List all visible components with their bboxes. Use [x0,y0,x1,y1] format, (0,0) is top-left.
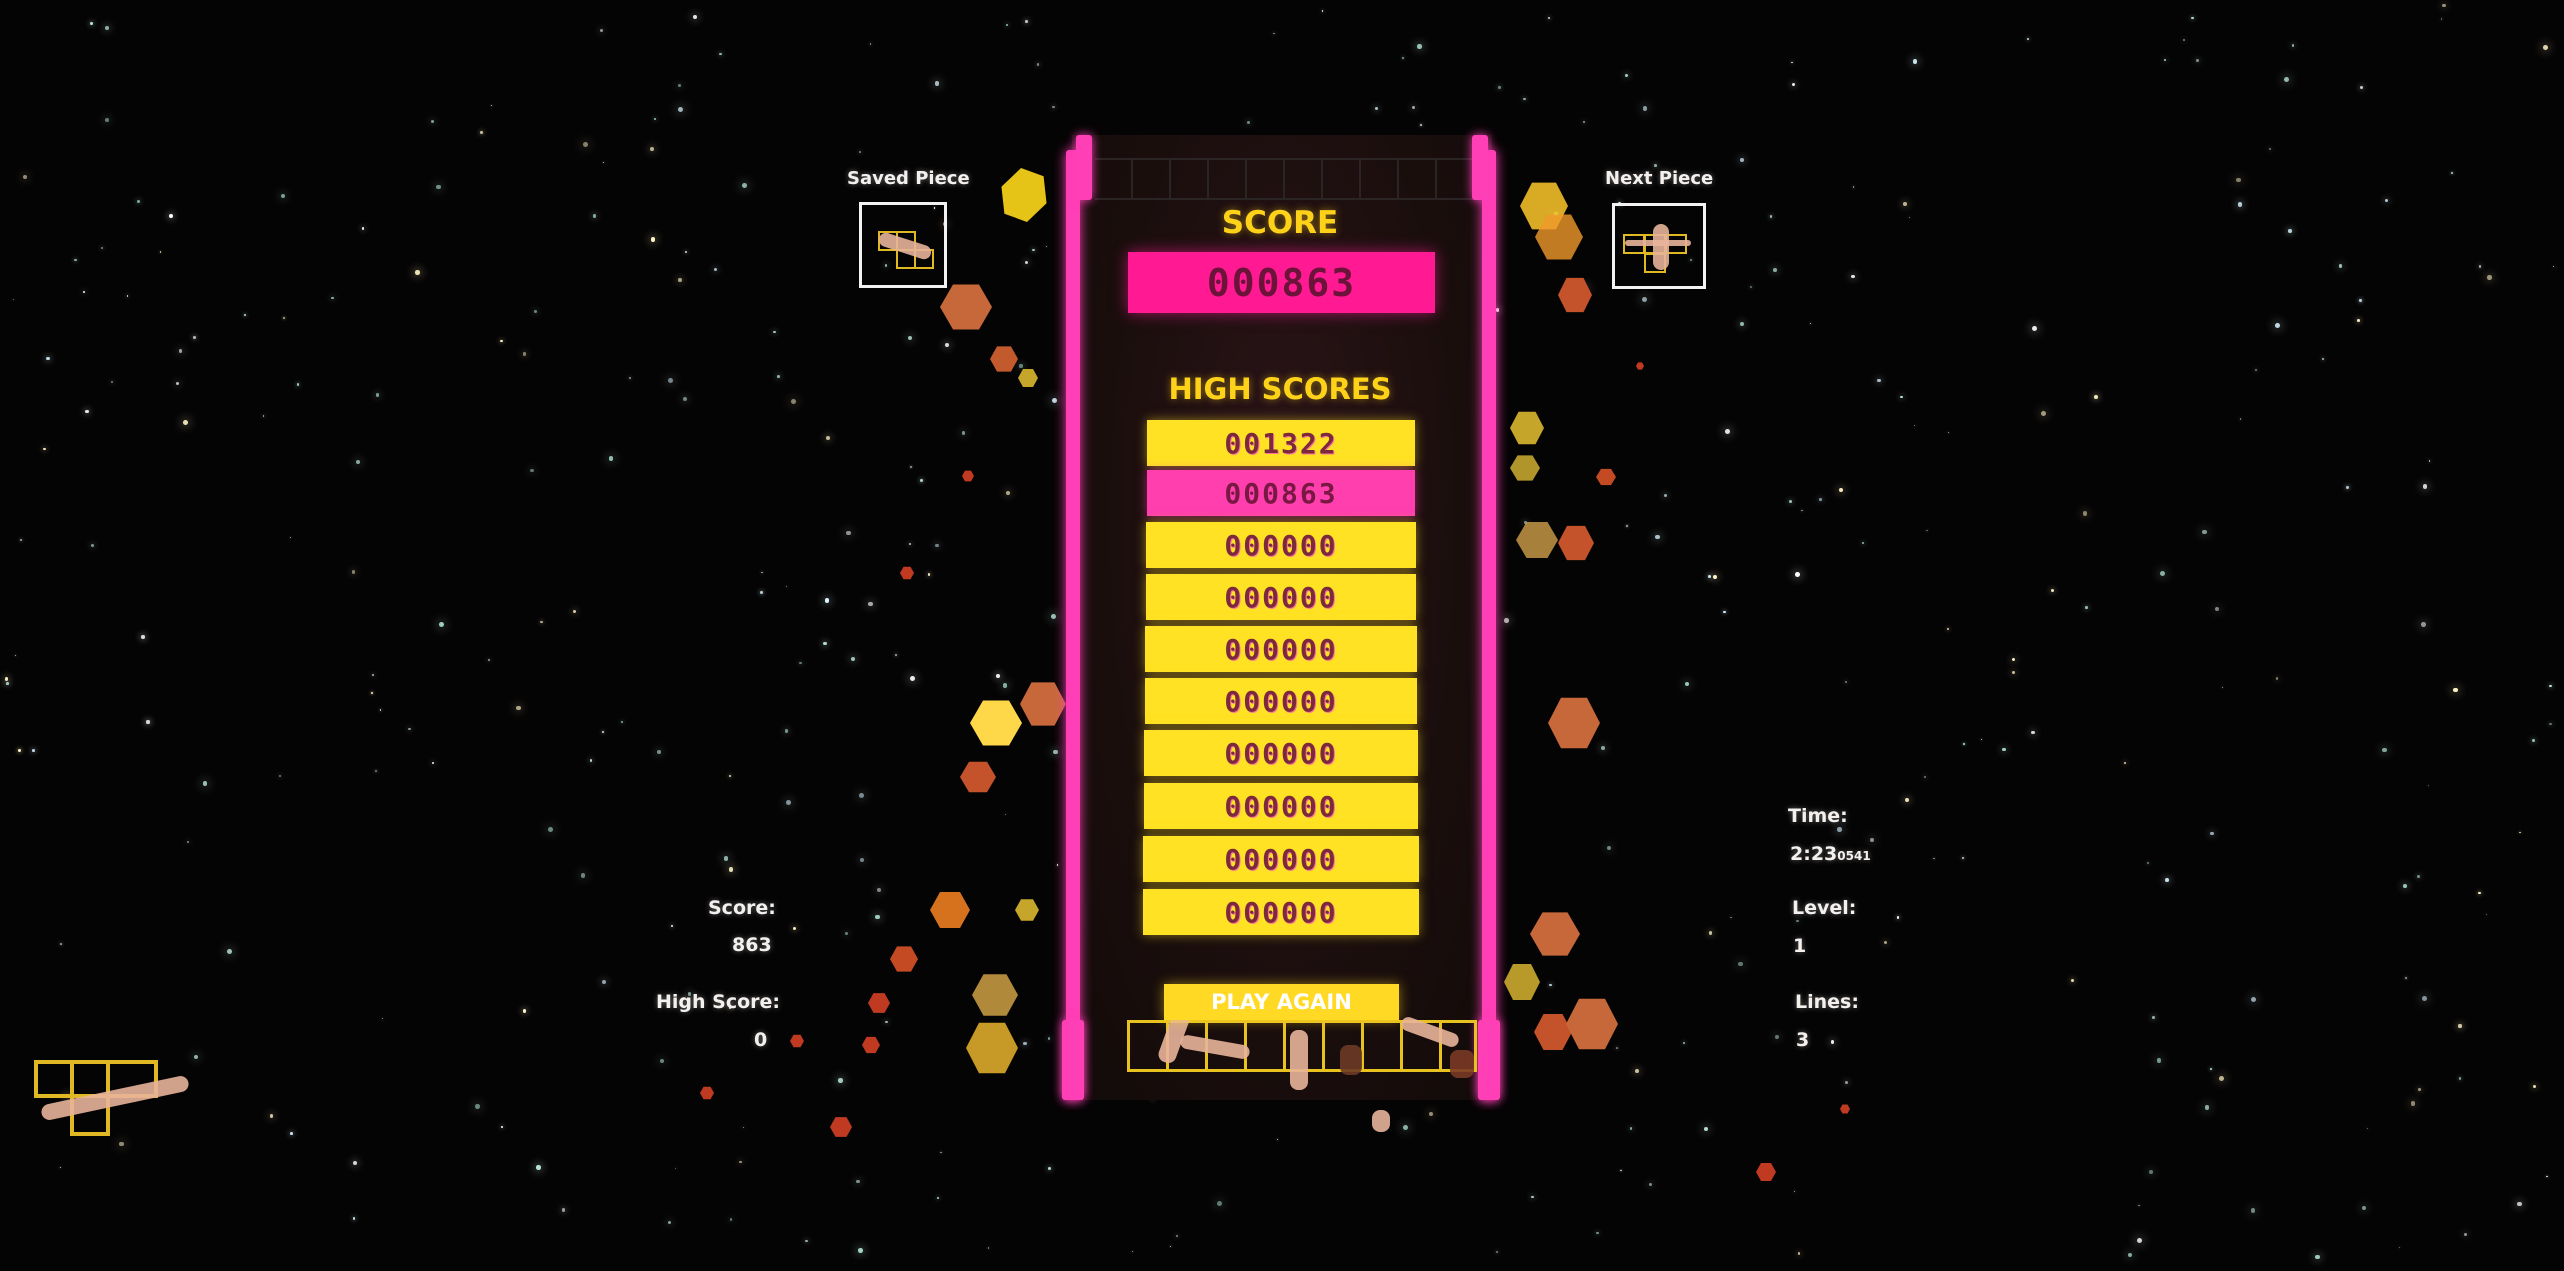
board-right-rail-cap [1472,135,1488,200]
high-score-value: 000000 [1224,684,1338,718]
hud-level-label: Level: [1792,897,1857,919]
high-score-row: 000000 [1143,889,1419,935]
high-score-value: 000000 [1224,895,1338,929]
hud-time-fraction: 0541 [1837,849,1871,863]
high-score-row: 000000 [1145,626,1417,672]
play-again-button[interactable]: PLAY AGAIN [1164,984,1399,1020]
board-right-rail [1482,150,1496,1100]
high-score-row: 000000 [1146,574,1416,620]
hud-time: 2:230541 [1790,843,1871,865]
high-score-row: 000000 [1143,836,1419,882]
high-score-value: 000000 [1224,632,1338,666]
high-score-value: 000000 [1224,842,1338,876]
hud-high-score-value: 0 [754,1029,768,1051]
hud-time-label: Time: [1788,805,1848,827]
hud-level-value: 1 [1793,935,1807,957]
hud-score-value: 863 [732,934,772,956]
next-piece-label: Next Piece [1605,168,1714,189]
saved-piece-label: Saved Piece [847,168,970,189]
high-score-row: 001322 [1147,420,1415,466]
score-display: 000863 [1128,252,1435,313]
high-score-row: 000000 [1144,783,1418,829]
high-score-row-current: 000863 [1147,470,1415,516]
score-value: 000863 [1206,260,1357,305]
high-score-value: 000000 [1224,580,1338,614]
high-score-value: 000000 [1224,528,1338,562]
board-right-rail-foot [1478,1020,1500,1100]
board-left-rail-foot [1062,1020,1084,1100]
board-left-rail-cap [1076,135,1092,200]
board-left-rail [1066,150,1080,1100]
board-top-grid [1095,158,1475,200]
hud-lines-label: Lines: [1795,991,1859,1013]
high-score-row: 000000 [1145,678,1417,724]
high-score-row: 000000 [1146,522,1416,568]
high-score-value: 000863 [1224,476,1338,510]
saved-piece-box [859,202,947,288]
hud-time-value: 2:23 [1790,843,1838,865]
high-scores-title: HIGH SCORES [1168,372,1392,406]
score-title: SCORE [1221,205,1339,241]
hud-lines-value: 3 [1796,1029,1810,1051]
hud-score-label: Score: [708,897,776,919]
hud-high-score-label: High Score: [656,991,781,1013]
high-score-row: 000000 [1144,730,1418,776]
high-score-value: 000000 [1224,789,1338,823]
next-piece-box [1612,203,1706,289]
high-score-value: 001322 [1224,426,1338,460]
high-score-value: 000000 [1224,736,1338,770]
